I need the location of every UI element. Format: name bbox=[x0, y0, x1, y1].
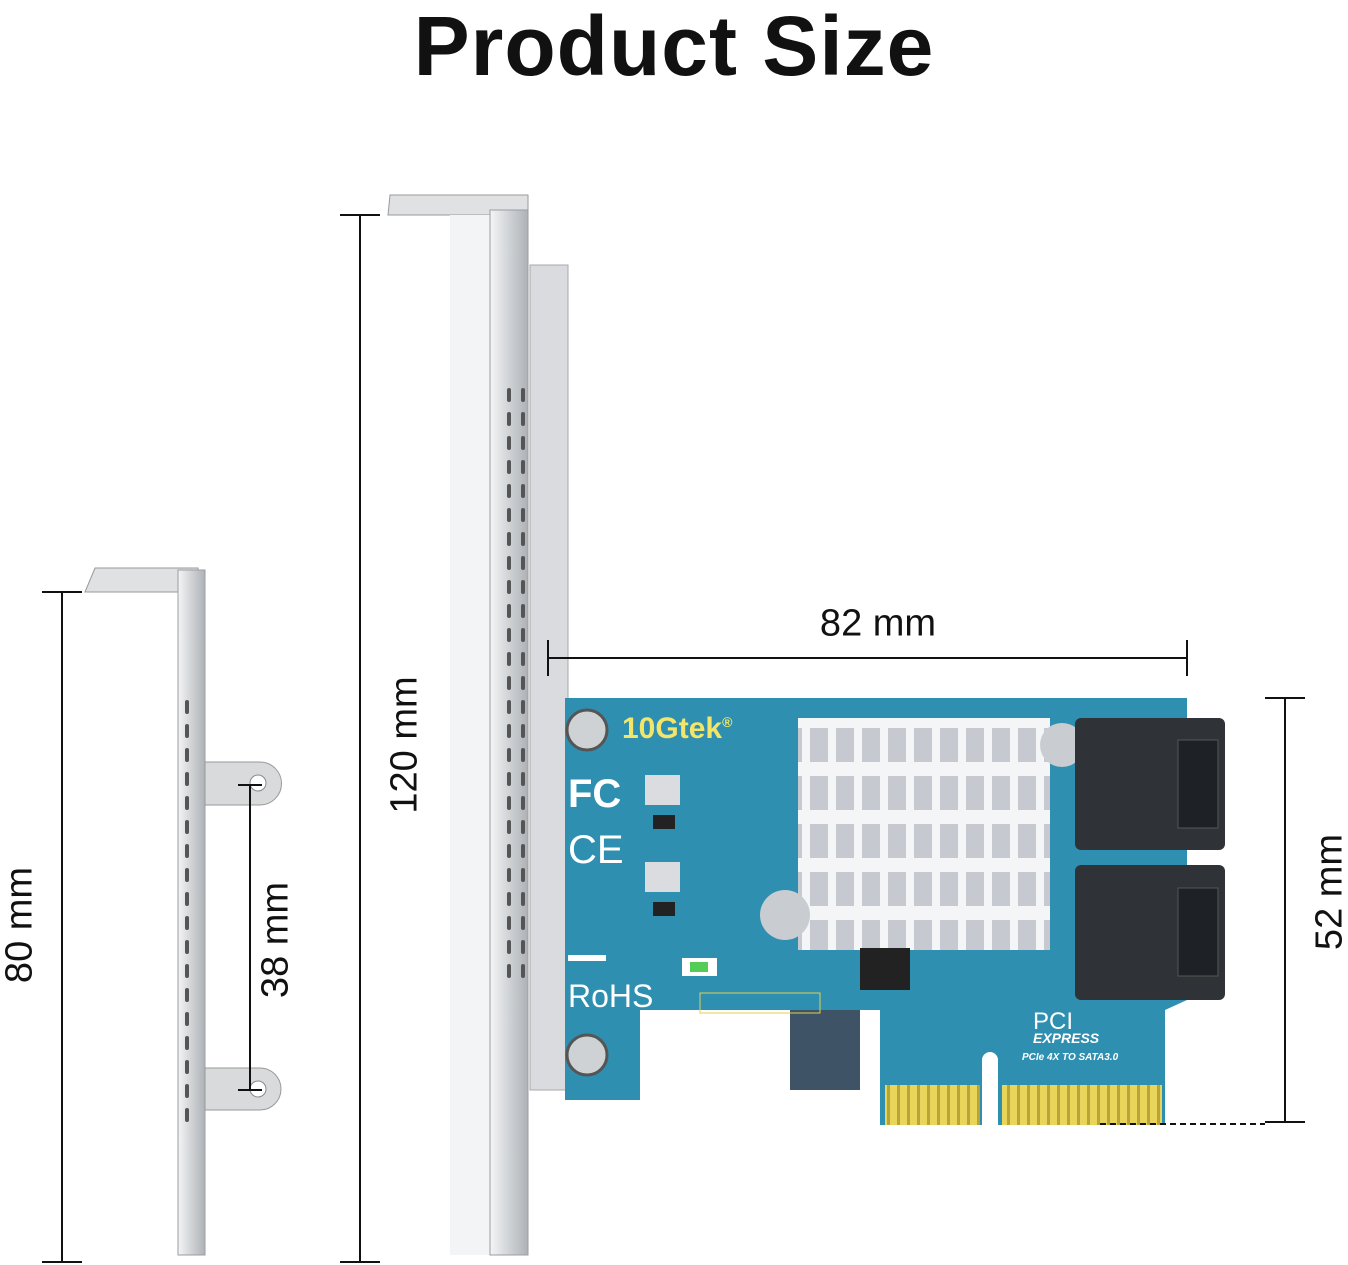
dimension-120mm: 120 mm bbox=[383, 676, 426, 814]
fcc-mark: FC bbox=[568, 772, 622, 816]
dimension-52mm: 52 mm bbox=[1308, 833, 1348, 951]
registered-mark: ® bbox=[722, 714, 733, 730]
dimension-80mm: 80 mm bbox=[0, 866, 41, 984]
dimension-82mm: 82 mm bbox=[819, 602, 937, 645]
ce-mark: CE bbox=[568, 828, 624, 872]
express-text: EXPRESS bbox=[1033, 1030, 1100, 1046]
brand-logo: 10Gtek® bbox=[622, 712, 732, 746]
page-title: Product Size bbox=[413, 0, 935, 93]
model-text: PCIe 4X TO SATA3.0 bbox=[1022, 1052, 1119, 1063]
pcie-card bbox=[565, 698, 1225, 1125]
pci-logo: PCI bbox=[1033, 1008, 1074, 1035]
brand-text: 10Gtek bbox=[622, 712, 723, 745]
low-profile-bracket bbox=[84, 567, 282, 1256]
dimension-lines bbox=[42, 214, 1305, 1263]
rohs-mark: RoHS bbox=[568, 978, 654, 1014]
full-height-bracket bbox=[387, 194, 569, 1256]
dimension-38mm: 38 mm bbox=[254, 881, 297, 999]
